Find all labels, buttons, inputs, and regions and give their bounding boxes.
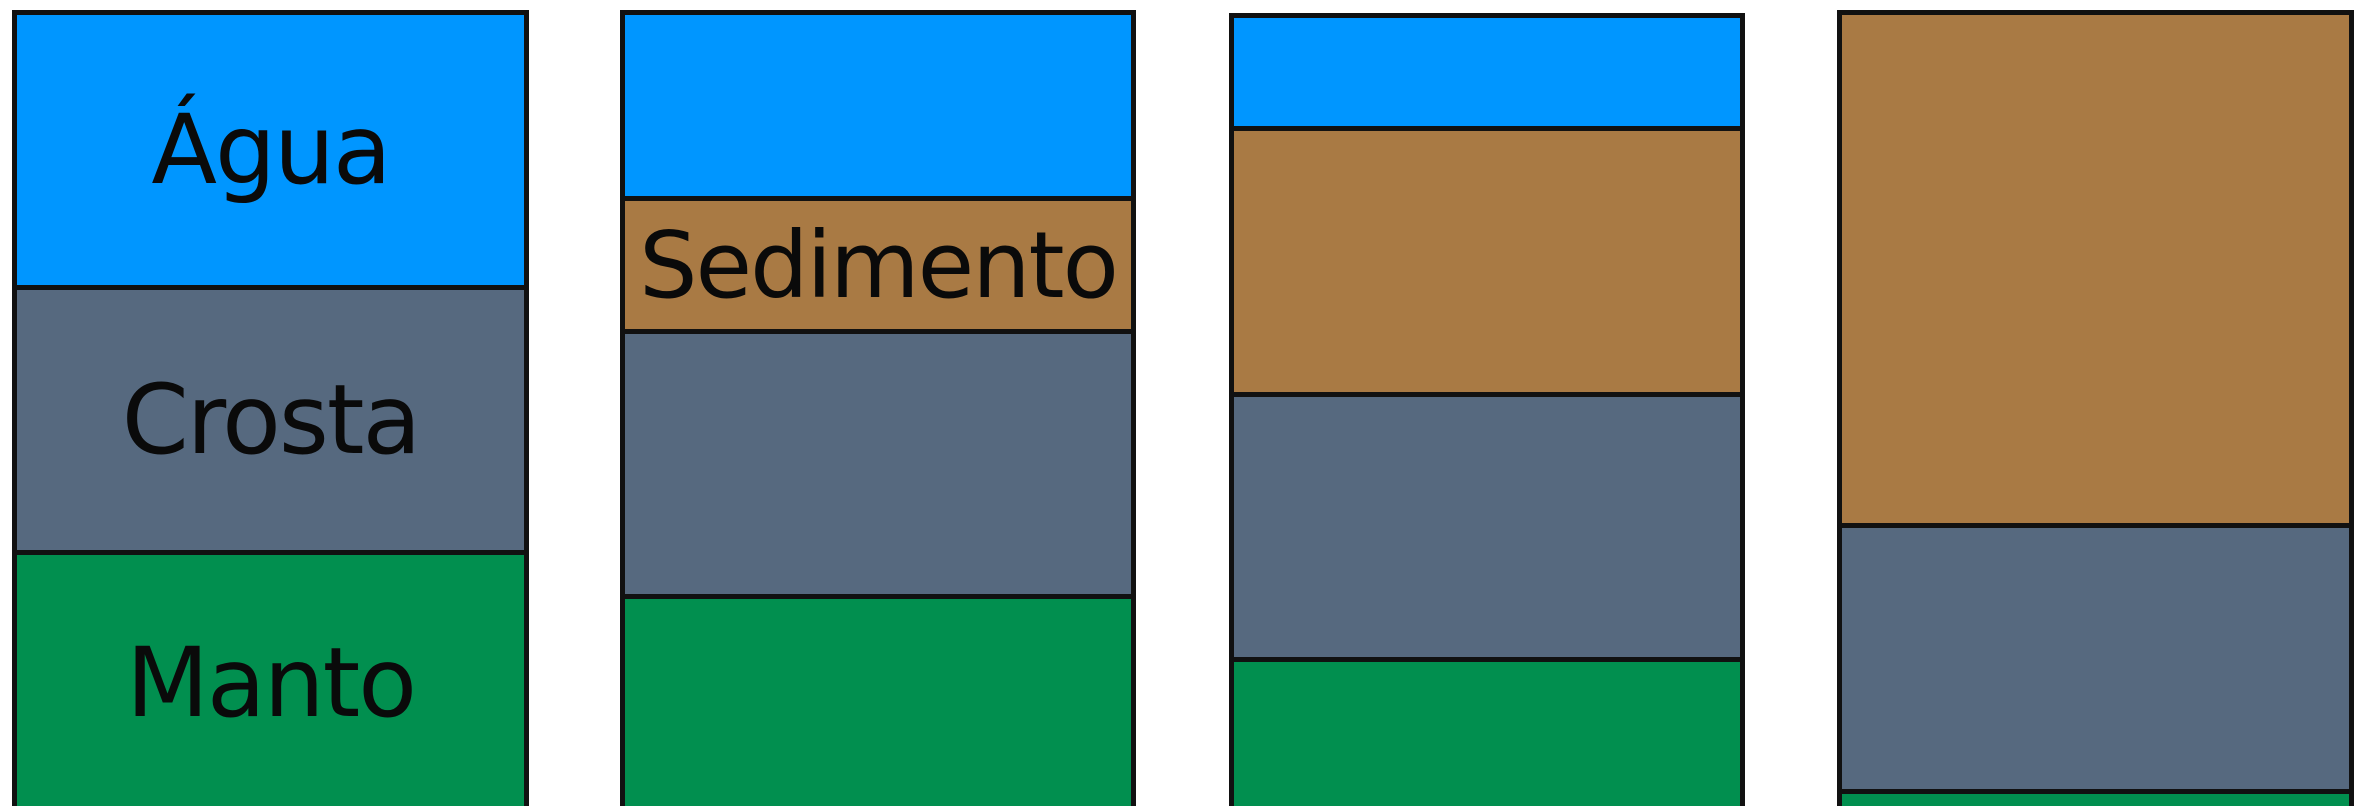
layer-label-manto: Manto bbox=[126, 627, 415, 739]
layer-manto bbox=[1842, 789, 2349, 806]
layer-sedimento bbox=[1842, 15, 2349, 523]
layer-label-sedimento: Sedimento bbox=[639, 212, 1117, 319]
layer-manto: Manto bbox=[17, 550, 524, 806]
layer-label-agua: Água bbox=[151, 94, 389, 206]
layer-agua bbox=[625, 15, 1131, 196]
layer-crosta bbox=[1842, 523, 2349, 789]
column-3 bbox=[1229, 13, 1745, 806]
layer-agua: Água bbox=[17, 15, 524, 285]
layer-crosta bbox=[1234, 392, 1740, 657]
layer-sedimento: Sedimento bbox=[625, 196, 1131, 329]
layer-manto bbox=[1234, 657, 1740, 806]
column-4 bbox=[1837, 10, 2354, 806]
layer-crosta bbox=[625, 329, 1131, 594]
column-2: Sedimento bbox=[620, 10, 1136, 806]
layer-manto bbox=[625, 594, 1131, 806]
column-1: Água Crosta Manto bbox=[12, 10, 529, 806]
layer-label-crosta: Crosta bbox=[122, 364, 420, 476]
layer-crosta: Crosta bbox=[17, 285, 524, 550]
layer-agua bbox=[1234, 18, 1740, 126]
layer-sedimento bbox=[1234, 126, 1740, 392]
